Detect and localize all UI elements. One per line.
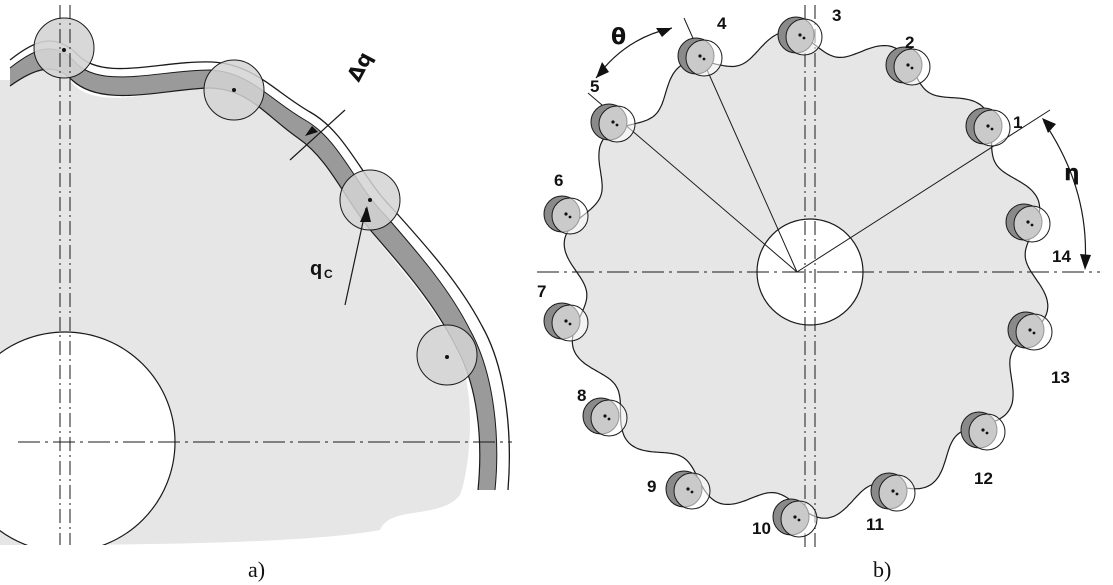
roller-label-7: 7 [537, 282, 546, 301]
roller-label-13: 13 [1051, 368, 1070, 387]
roller-b-center-dot-13 [1028, 328, 1032, 332]
roller-b-14 [1005, 203, 1051, 243]
roller-label-4: 4 [717, 14, 727, 33]
roller-label-2: 2 [905, 33, 914, 52]
roller-a-1 [33, 17, 95, 79]
qc-label-main: q [310, 258, 322, 280]
eta-arrow-top [1042, 118, 1056, 133]
roller-a-4 [416, 324, 478, 386]
roller-b-9 [665, 470, 711, 510]
roller-b-center-dot-14 [1026, 220, 1030, 224]
qc-arrow-line [344, 207, 367, 306]
roller-label-1: 1 [1013, 113, 1022, 132]
roller-b-13 [1007, 311, 1053, 351]
roller-label-14: 14 [1052, 247, 1071, 266]
roller-b-center-dot2-3 [802, 36, 806, 40]
roller-label-12: 12 [974, 469, 993, 488]
roller-b-center-dot-10 [793, 515, 797, 519]
rollers-b [543, 16, 1053, 538]
roller-label-6: 6 [554, 171, 563, 190]
roller-b-3 [777, 16, 823, 56]
roller-b-8 [582, 397, 628, 437]
qc-label-sub: C [324, 267, 333, 281]
roller-b-center-dot2-12 [985, 431, 989, 435]
roller-b-center-dot-1 [986, 124, 990, 128]
roller-b-center-dot2-9 [690, 490, 694, 494]
roller-label-9: 9 [647, 477, 656, 496]
roller-label-11: 11 [866, 515, 884, 534]
roller-b-center-dot2-8 [607, 417, 611, 421]
roller-b-6 [543, 195, 589, 235]
roller-label-10: 10 [752, 519, 771, 538]
roller-b-2 [885, 46, 931, 86]
qc-arrowhead [360, 206, 371, 222]
roller-b-5 [590, 103, 636, 143]
roller-b-center-dot2-14 [1030, 223, 1034, 227]
roller-b-center-dot2-5 [615, 123, 619, 127]
roller-b-center-dot-5 [611, 120, 615, 124]
eta-arc [1043, 121, 1087, 267]
roller-label-5: 5 [590, 77, 599, 96]
roller-b-center-dot-7 [564, 319, 568, 323]
roller-b-center-dot-9 [686, 487, 690, 491]
theta-arrow-right [656, 28, 672, 37]
caption-a: a) [248, 557, 265, 582]
panel-a [0, 5, 512, 545]
theta-arrow-left [596, 62, 609, 78]
roller-b-center-dot2-10 [797, 518, 801, 522]
roller-a-3 [339, 169, 401, 231]
roller-b-11 [870, 472, 916, 512]
eta-arrow-bottom [1080, 254, 1091, 270]
roller-b-center-dot2-2 [910, 66, 914, 70]
roller-b-center-dot-3 [798, 33, 802, 37]
roller-b-center-dot2-7 [568, 322, 572, 326]
roller-b-center-dot-11 [891, 489, 895, 493]
dq-arrowhead [305, 126, 318, 136]
roller-b-center-dot-6 [564, 212, 568, 216]
roller-b-center-dot2-11 [895, 492, 899, 496]
eta-label: η [1064, 161, 1080, 186]
dq-dimension-line [289, 109, 346, 161]
roller-b-7 [543, 302, 589, 342]
roller-b-12 [960, 411, 1006, 451]
roller-b-10 [772, 498, 818, 538]
roller-b-4 [677, 37, 723, 77]
theta-label: θ [611, 25, 626, 50]
roller-b-1 [965, 107, 1011, 147]
roller-a-2 [203, 59, 265, 121]
roller-b-center-dot2-6 [568, 215, 572, 219]
dq-label: Δq [342, 48, 377, 86]
roller-b-center-dot2-4 [702, 57, 706, 61]
roller-label-8: 8 [577, 386, 586, 405]
caption-b: b) [873, 557, 891, 582]
roller-b-center-dot2-13 [1032, 331, 1036, 335]
roller-b-center-dot2-1 [990, 127, 994, 131]
roller-b-center-dot-4 [698, 54, 702, 58]
roller-label-3: 3 [832, 6, 841, 25]
roller-b-center-dot-8 [603, 414, 607, 418]
roller-b-center-dot-2 [906, 63, 910, 67]
roller-b-center-dot-12 [981, 428, 985, 432]
